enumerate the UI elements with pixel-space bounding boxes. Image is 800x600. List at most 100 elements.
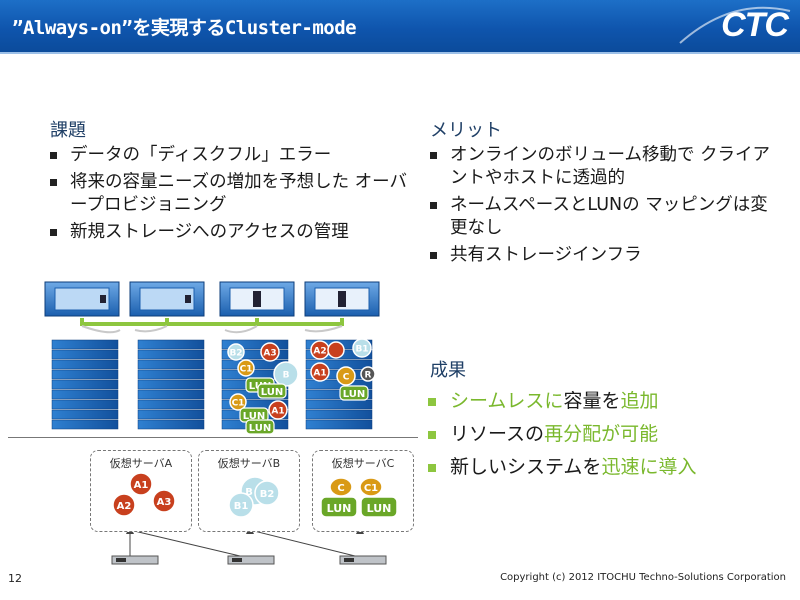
disk-c1-label: C1 — [364, 483, 378, 494]
disk-c-label: C — [337, 483, 344, 494]
slide-title: ”Always-on”を実現するCluster-mode — [12, 17, 357, 39]
merit-item: 共有ストレージインフラ — [428, 244, 778, 267]
disk-a2 — [112, 493, 136, 517]
issue-item-text: 将来の容量ニーズの増加を予想した オーバープロビジョニング — [70, 172, 408, 215]
bullet-icon — [50, 229, 57, 236]
vm-server-a-disks: A1 A2 A3 — [112, 472, 176, 517]
disk-b2-label: B2 — [260, 489, 275, 500]
shelf-disk-c — [336, 366, 356, 386]
bullet-icon — [430, 202, 437, 209]
disk-a3-label: A3 — [157, 497, 172, 508]
shelf-disk-label: A1 — [271, 407, 284, 417]
bullet-icon — [428, 398, 436, 406]
merits-list: オンラインのボリューム移動で クライアントやホストに透過的ネームスペースとLUN… — [428, 144, 778, 271]
diagram-divider — [8, 437, 418, 438]
bullet-icon — [430, 152, 437, 159]
result-item: シームレスに容量を追加 — [424, 389, 784, 413]
result-item-text: 容量を — [563, 390, 621, 412]
disk-b1 — [228, 492, 254, 518]
shelf-disk-label: B1 — [355, 345, 368, 355]
shelf-disk-a3 — [260, 342, 280, 362]
shelf-lun-label: LUN — [261, 387, 284, 398]
issue-item: 将来の容量ニーズの増加を予想した オーバープロビジョニング — [48, 171, 408, 217]
result-item-text: 新しいシステムを — [450, 456, 602, 478]
shelf-lun-disk — [339, 385, 369, 401]
shelf-disk-label: C1 — [232, 399, 245, 409]
issue-item: 新規ストレージへのアクセスの管理 — [48, 221, 408, 244]
shelf-disk-c1 — [229, 393, 247, 411]
vm-server-c-disks: C C1 LUN LUN — [320, 477, 398, 518]
shelf-disk-c1 — [237, 359, 255, 377]
merits-heading: メリット — [430, 120, 502, 141]
result-item-text: 追加 — [620, 390, 659, 412]
disk-b-label: B — [245, 487, 253, 498]
shelf-disk-a1 — [310, 362, 330, 382]
storage-shelf-1 — [51, 339, 119, 430]
disk-b1-label: B1 — [234, 501, 249, 512]
shelf-disk-label: A3 — [263, 349, 276, 359]
issue-item-text: 新規ストレージへのアクセスの管理 — [70, 222, 349, 242]
controller-4 — [304, 281, 380, 317]
shelf-disk-b2 — [227, 343, 245, 361]
shelf-disk-label: B — [283, 371, 290, 381]
merit-item: ネームスペースとLUNの マッピングは変更なし — [428, 194, 778, 240]
shelf-disk-b1 — [352, 338, 372, 358]
result-item-text: 再分配が可能 — [544, 423, 659, 445]
disk-b2 — [254, 480, 280, 506]
lun-disk-2-label: LUN — [367, 502, 392, 515]
ctc-logo: CTC — [721, 6, 789, 44]
shelf-disk-label: R — [365, 371, 372, 381]
shelf-disk-label: B2 — [229, 349, 242, 359]
bullet-icon — [428, 464, 436, 472]
merit-item: オンラインのボリューム移動で クライアントやホストに透過的 — [428, 144, 778, 190]
disk-c1 — [359, 477, 383, 497]
issues-heading: 課題 — [50, 120, 86, 141]
bullet-icon — [428, 431, 436, 439]
lun-disk-1-label: LUN — [327, 502, 352, 515]
shelf-lun-label: LUN — [343, 389, 366, 400]
lun-disk-2 — [360, 496, 398, 518]
result-item-text: リソースの — [450, 423, 545, 445]
disk-c — [329, 477, 353, 497]
result-item: 新しいシステムを迅速に導入 — [424, 455, 784, 479]
shelf-disk-label: A2 — [313, 347, 326, 357]
results-heading: 成果 — [430, 360, 466, 381]
page-number: 12 — [8, 572, 22, 585]
result-item-text: 迅速に導入 — [601, 456, 697, 478]
controller-1 — [44, 281, 120, 317]
vm-server-a-label: 仮想サーバA — [109, 457, 173, 470]
host-server-1 — [111, 555, 159, 565]
cluster-diagram: B2A3C1BLUNLUNC1A1LUNLUNA2B1A1CRLUN — [44, 281, 387, 565]
merit-item-text: オンラインのボリューム移動で クライアントやホストに透過的 — [450, 145, 771, 188]
shelf-lun-disk — [257, 383, 287, 399]
host-server-2 — [227, 555, 275, 565]
header-divider — [0, 52, 800, 54]
vm-server-c-label: 仮想サーバC — [331, 457, 395, 470]
cluster-interconnect — [80, 318, 344, 334]
disk-a1 — [129, 472, 153, 496]
merit-item-text: 共有ストレージインフラ — [450, 245, 642, 265]
results-list: シームレスに容量を追加リソースの再分配が可能新しいシステムを迅速に導入 — [424, 389, 784, 488]
shelf-disk-r — [360, 366, 376, 382]
merit-item-text: ネームスペースとLUNの マッピングは変更なし — [450, 195, 768, 238]
controller-2 — [129, 281, 205, 317]
vm-server-b-label: 仮想サーバB — [217, 457, 281, 470]
issues-list: データの「ディスクフル」エラー将来の容量ニーズの増加を予想した オーバープロビジ… — [48, 144, 408, 248]
copyright: Copyright (c) 2012 ITOCHU Techno-Solutio… — [500, 572, 786, 583]
lun-disk-1 — [320, 496, 358, 518]
bullet-icon — [50, 152, 57, 159]
issue-item-text: データの「ディスクフル」エラー — [70, 145, 332, 165]
bullet-icon — [50, 179, 57, 186]
storage-shelf-2 — [137, 339, 205, 430]
vm-server-a: 仮想サーバA A1 A2 A3 — [90, 450, 192, 532]
host-server-3 — [339, 555, 387, 565]
issue-item: データの「ディスクフル」エラー — [48, 144, 408, 167]
shelf-disk-a — [327, 341, 345, 359]
ctc-logo-swoosh-icon — [679, 6, 791, 44]
disk-a3 — [152, 489, 176, 513]
vm-server-b: 仮想サーバB B B2 B1 — [198, 450, 300, 532]
shelf-lun-label: LUN — [249, 423, 272, 434]
title-bar: ”Always-on”を実現するCluster-mode CTC — [0, 0, 800, 52]
vm-server-b-disks: B B2 B1 — [228, 476, 280, 518]
shelf-disk-a1 — [268, 400, 288, 420]
